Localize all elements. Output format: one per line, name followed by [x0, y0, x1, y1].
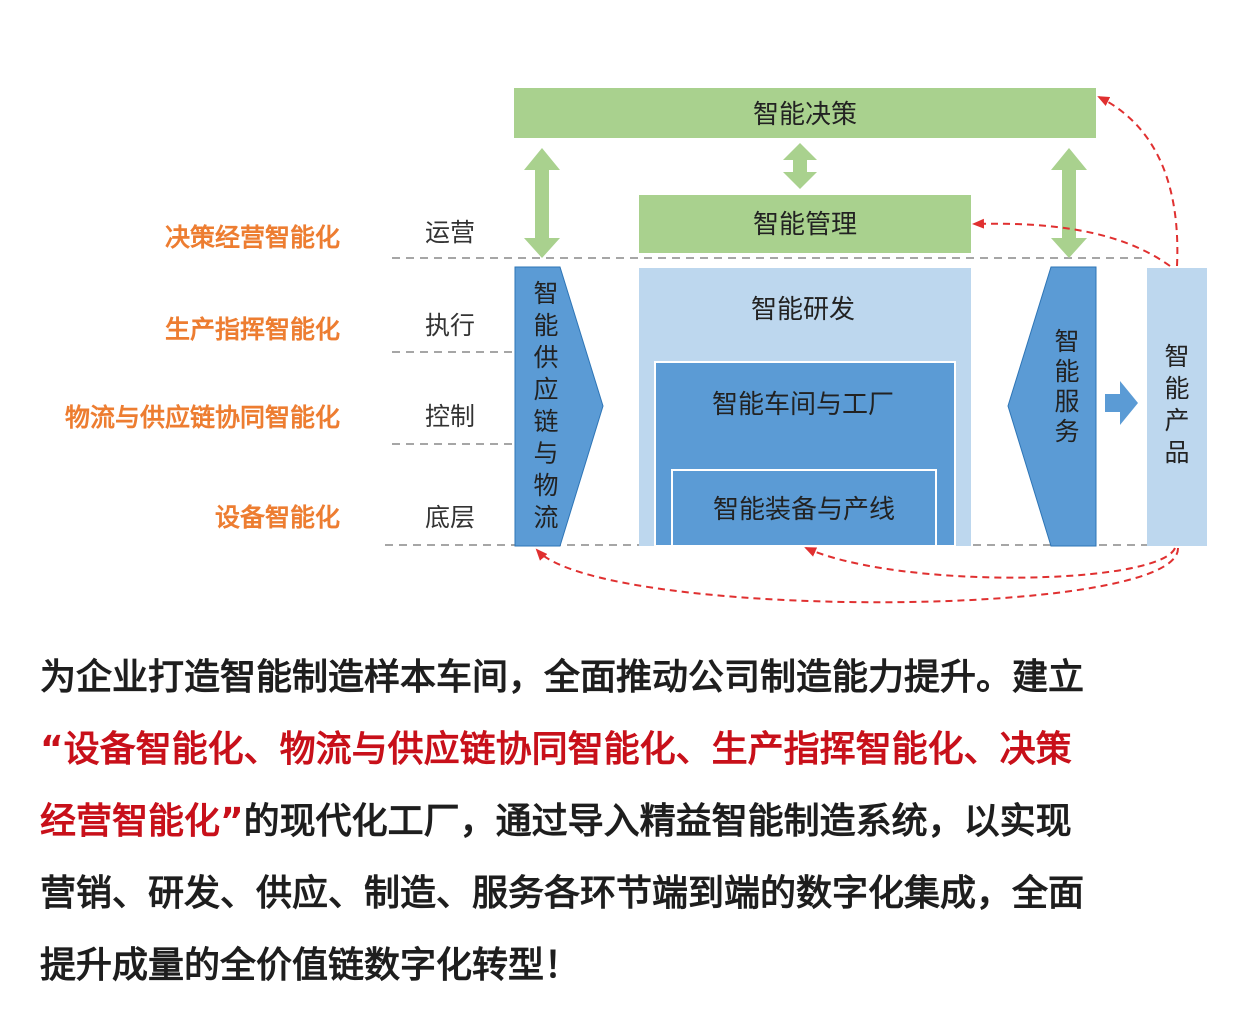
service-to-product-arrow: [1105, 381, 1138, 425]
paragraph-line: 提升成量的全价值链数字化转型！: [40, 930, 1210, 1002]
layer-label: 执行: [425, 311, 475, 340]
svg-text:产: 产: [1164, 406, 1189, 435]
svg-text:智: 智: [1164, 342, 1189, 371]
feedback-arrow-to-decision: [1097, 96, 1179, 267]
svg-text:与: 与: [533, 439, 558, 468]
paragraph-highlight: “设备智能化、物流与供应链协同智能化、生产指挥智能化、决策: [40, 729, 1072, 770]
workshop-label: 智能车间与工厂: [712, 390, 894, 420]
paragraph-line: 营销、研发、供应、制造、服务各环节端到端的数字化集成，全面: [40, 858, 1210, 930]
product-box: [1147, 268, 1207, 546]
svg-text:供: 供: [533, 343, 558, 372]
feedback-arrow-to-equipment: [804, 547, 1176, 579]
paragraph-text: 为企业打造智能制造样本车间，全面推动公司制造能力提升。建立: [40, 657, 1085, 698]
paragraph-text: 的现代化工厂，通过导入精益智能制造系统，以实现: [243, 801, 1072, 842]
goal-label: 物流与供应链协同智能化: [65, 403, 340, 432]
paragraph-line: “设备智能化、物流与供应链协同智能化、生产指挥智能化、决策: [40, 714, 1210, 786]
description-paragraph: 为企业打造智能制造样本车间，全面推动公司制造能力提升。建立 “设备智能化、物流与…: [40, 642, 1210, 1002]
smart-factory-diagram: 决策经营智能化 生产指挥智能化 物流与供应链协同智能化 设备智能化 运营 执行 …: [65, 88, 1207, 604]
service-shape: [1007, 266, 1097, 547]
double-arrow-center: [783, 143, 817, 189]
svg-text:能: 能: [1054, 357, 1079, 386]
double-arrow-left: [524, 148, 560, 258]
goal-label: 决策经营智能化: [165, 223, 340, 252]
svg-text:应: 应: [533, 375, 558, 404]
equipment-box: [671, 469, 937, 547]
svg-text:服: 服: [1054, 387, 1079, 416]
equipment-label: 智能装备与产线: [713, 495, 895, 525]
goal-label: 生产指挥智能化: [165, 315, 340, 344]
layer-label: 底层: [425, 503, 475, 532]
decision-box: [514, 88, 1096, 138]
svg-text:智: 智: [533, 279, 558, 308]
paragraph-text: 提升成量的全价值链数字化转型！: [40, 945, 581, 986]
supply-chain-label: 智 能 供 应 链 与 物 流: [533, 279, 558, 532]
layer-label: 控制: [425, 402, 475, 431]
rnd-label: 智能研发: [751, 295, 855, 325]
svg-text:流: 流: [533, 503, 558, 532]
goal-label: 设备智能化: [215, 503, 340, 532]
svg-text:物: 物: [533, 471, 558, 500]
product-label: 智 能 产 品: [1164, 342, 1189, 467]
svg-text:链: 链: [533, 407, 558, 436]
paragraph-text: 营销、研发、供应、制造、服务各环节端到端的数字化集成，全面: [40, 873, 1085, 914]
svg-text:能: 能: [533, 311, 558, 340]
layer-label: 运营: [425, 218, 475, 247]
management-box: [639, 195, 971, 253]
decision-label: 智能决策: [753, 100, 857, 130]
svg-text:品: 品: [1164, 438, 1189, 467]
paragraph-line: 经营智能化”的现代化工厂，通过导入精益智能制造系统，以实现: [40, 786, 1210, 858]
paragraph-highlight: 经营智能化”: [40, 801, 244, 842]
paragraph-line: 为企业打造智能制造样本车间，全面推动公司制造能力提升。建立: [40, 642, 1210, 714]
feedback-arrow-to-supply: [535, 547, 1180, 604]
svg-text:务: 务: [1054, 417, 1079, 446]
double-arrow-right: [1051, 148, 1087, 258]
supply-chain-shape: [514, 266, 604, 547]
svg-text:智: 智: [1054, 327, 1079, 356]
svg-text:能: 能: [1164, 374, 1189, 403]
management-label: 智能管理: [753, 210, 857, 240]
service-label: 智 能 服 务: [1054, 327, 1079, 446]
